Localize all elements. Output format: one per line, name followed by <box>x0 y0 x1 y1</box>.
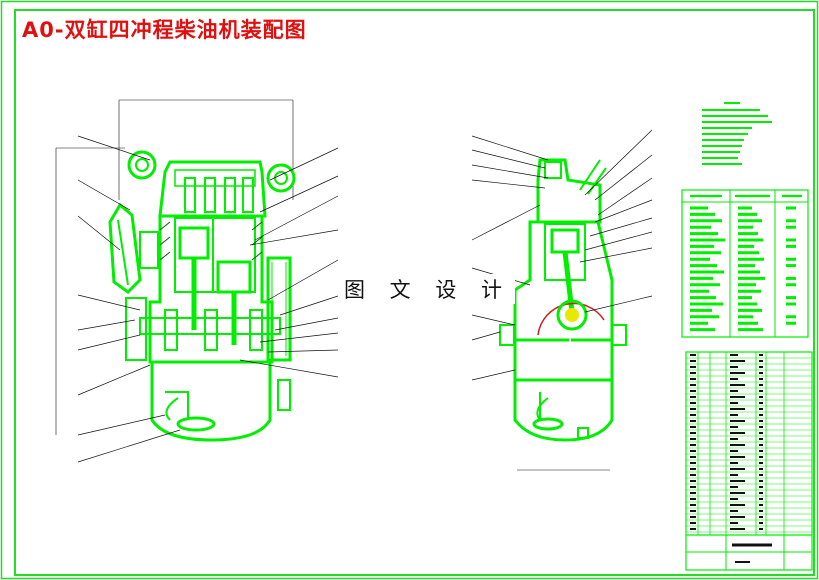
front-view <box>55 99 296 442</box>
watermark-text: 图 文 设 计 <box>340 274 516 304</box>
parts-list <box>685 351 813 571</box>
inner-border <box>14 9 815 576</box>
technical-notes <box>702 102 772 165</box>
front-leader-lines <box>77 135 339 463</box>
side-view <box>499 158 627 471</box>
side-leader-lines <box>471 129 653 381</box>
drawing-title: A0-双缸四冲程柴油机装配图 <box>22 18 307 42</box>
fit-table <box>681 189 809 338</box>
